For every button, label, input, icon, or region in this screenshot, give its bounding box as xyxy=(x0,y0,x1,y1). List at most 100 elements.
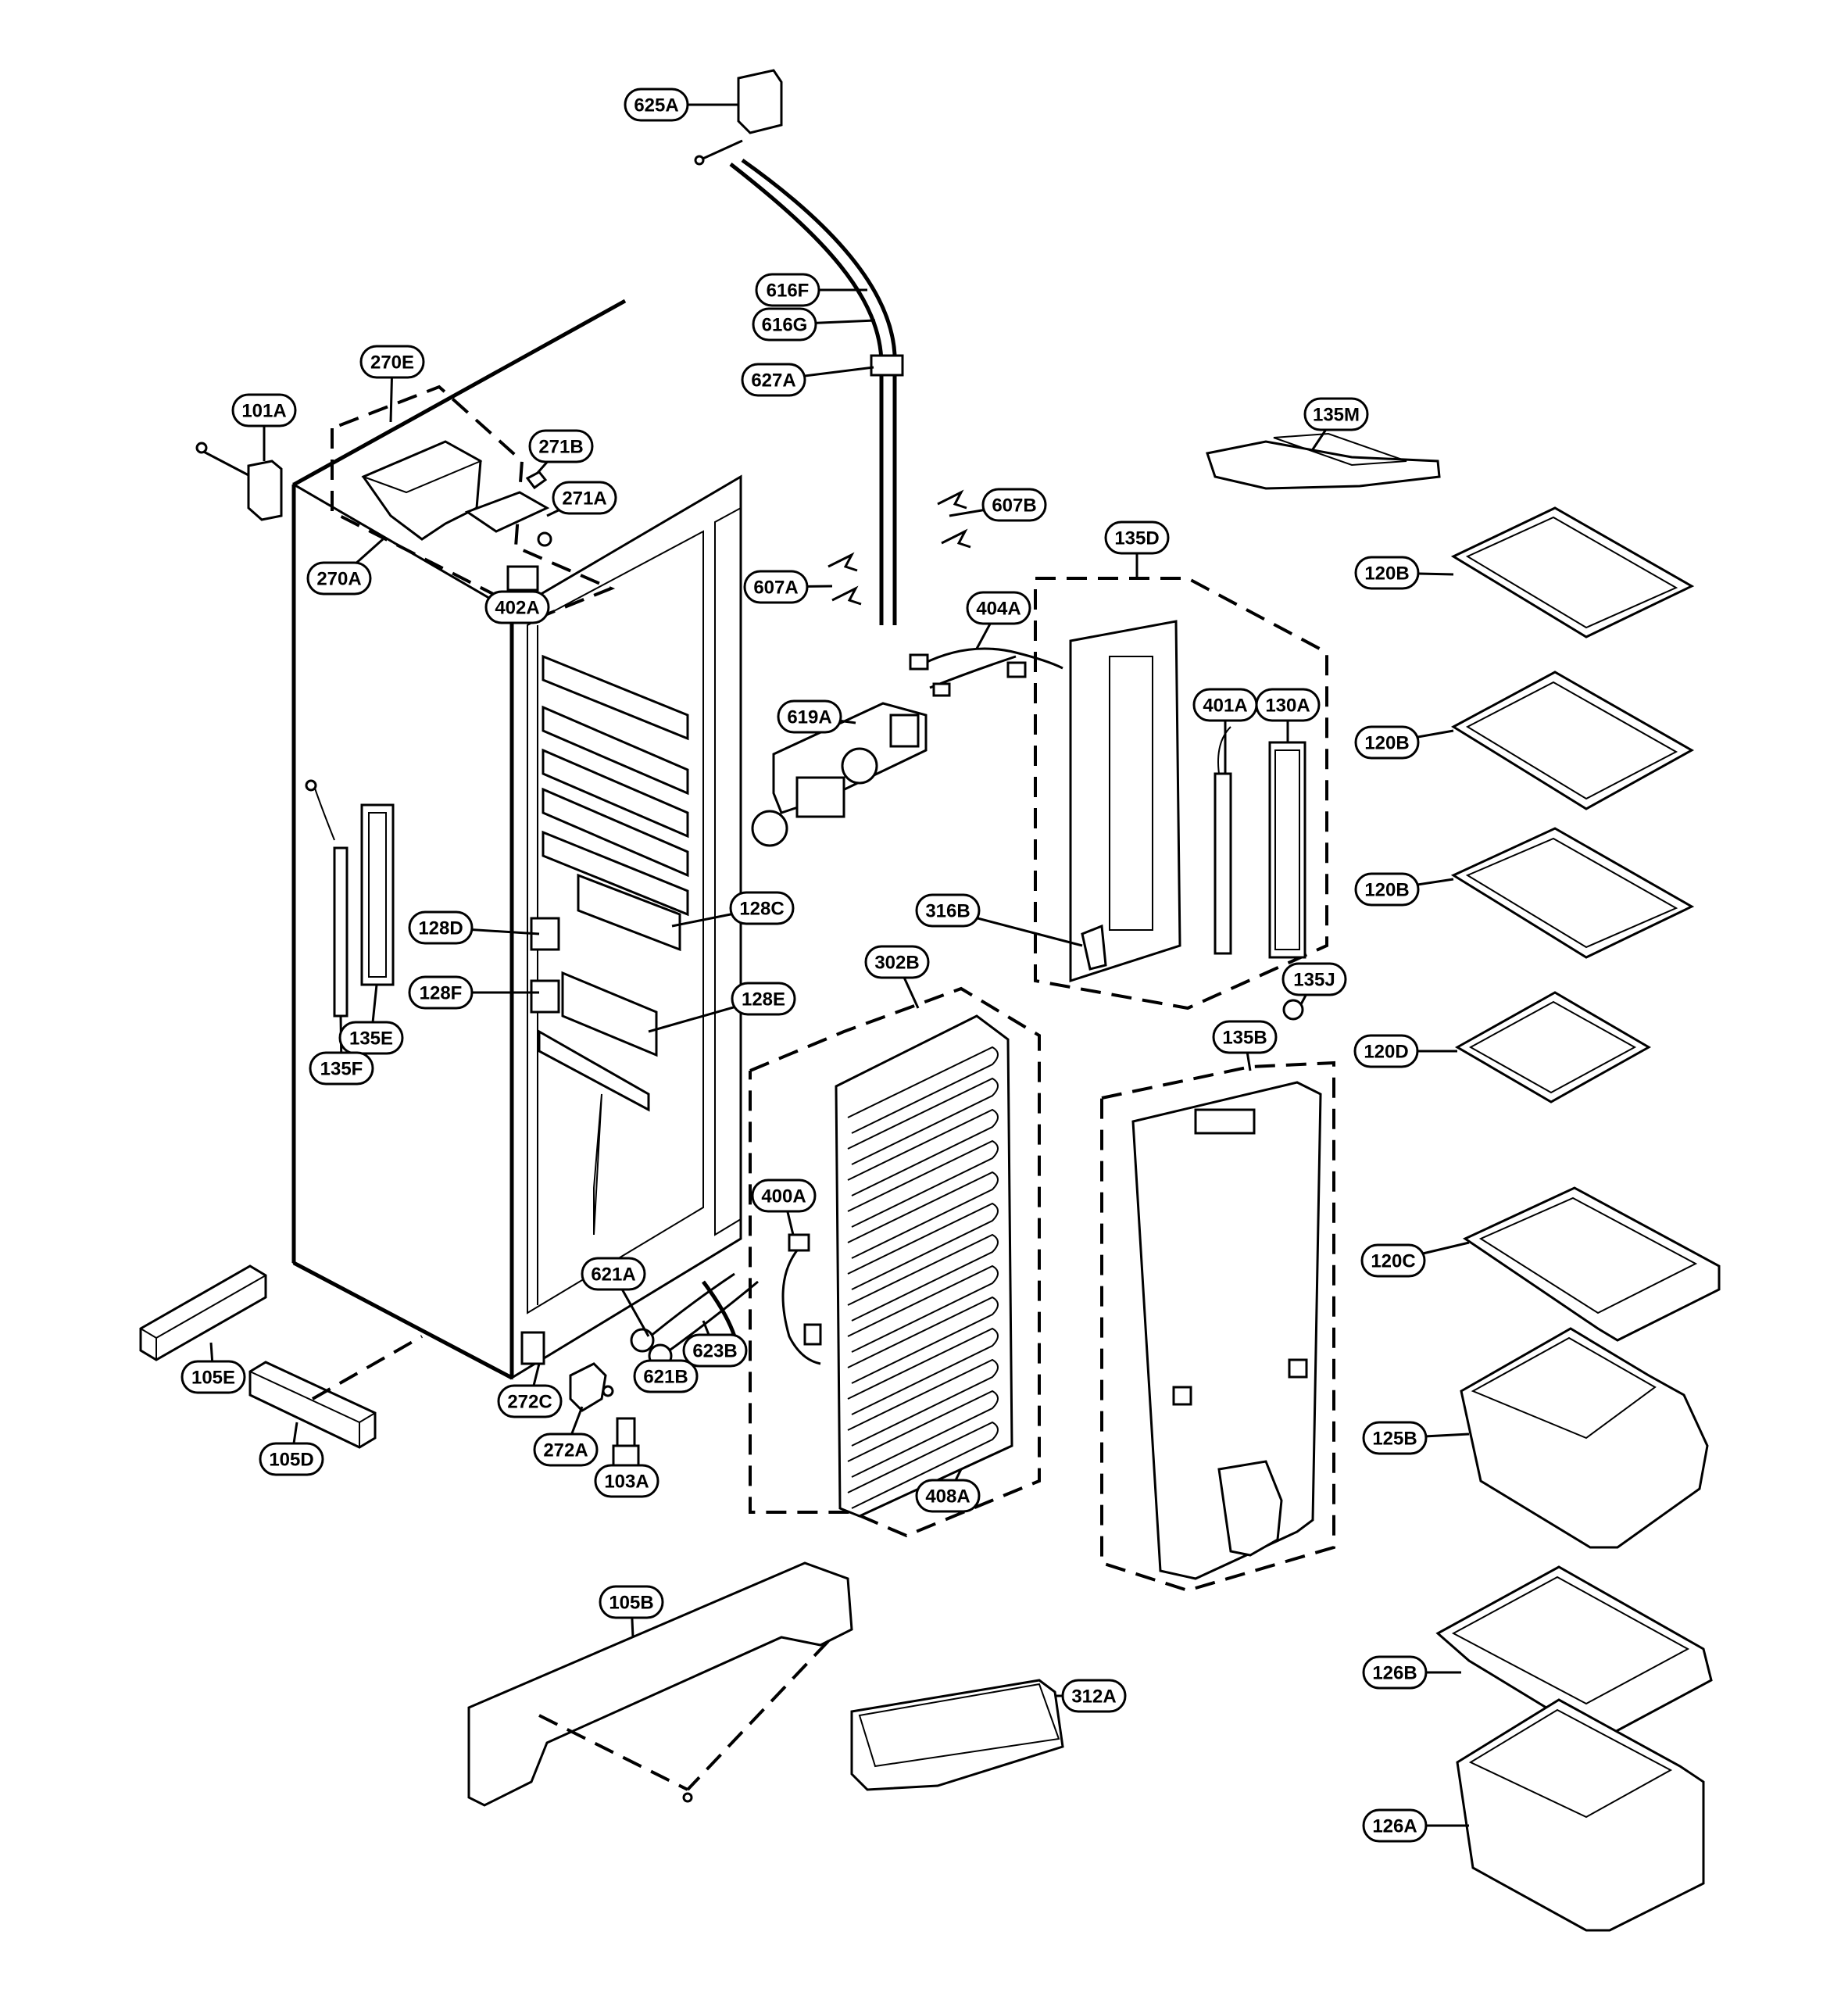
group-outline-135d xyxy=(1034,577,1328,1010)
callout-bubble xyxy=(981,488,1047,522)
callout-623b: 623B xyxy=(682,1333,748,1368)
callout-bubble xyxy=(682,1333,748,1368)
callout-625a: 625A xyxy=(624,88,689,122)
callout-text: 128C xyxy=(739,899,784,920)
callout-text: 302B xyxy=(874,953,919,974)
callout-bubble xyxy=(1255,688,1321,722)
callout-128d: 128D xyxy=(408,910,474,945)
callout-text: 272C xyxy=(507,1392,552,1413)
callout-text: 621B xyxy=(643,1367,688,1388)
evaporator-coil xyxy=(847,1264,999,1353)
callout-135j: 135J xyxy=(1281,962,1347,996)
callout-text: 400A xyxy=(761,1186,806,1207)
callout-bubble xyxy=(741,363,806,397)
callout-text: 616F xyxy=(767,281,810,302)
callout-bubble xyxy=(1360,1243,1426,1278)
callout-619a: 619A xyxy=(777,699,842,734)
callout-bubble xyxy=(306,561,372,596)
evaporator-coil xyxy=(847,1077,999,1165)
evaporator-coil xyxy=(847,1108,999,1196)
callout-bubble xyxy=(581,1257,646,1291)
callout-270a: 270A xyxy=(306,561,372,596)
part-400a xyxy=(781,1233,822,1365)
callout-128e: 128E xyxy=(731,982,796,1016)
callout-text: 120B xyxy=(1364,563,1409,585)
callout-302b: 302B xyxy=(864,945,930,979)
evaporator-coil xyxy=(847,1327,999,1415)
callout-text: 130A xyxy=(1265,696,1310,717)
callout-316b: 316B xyxy=(915,893,981,928)
callout-bubble xyxy=(338,1021,404,1055)
callout-616g: 616G xyxy=(752,307,817,342)
group-outline-135b xyxy=(1100,1061,1335,1593)
evaporator-coil xyxy=(847,1202,999,1290)
callout-135f: 135F xyxy=(309,1051,374,1086)
callout-bubble xyxy=(1061,1679,1127,1713)
callout-text: 128D xyxy=(418,918,463,939)
callout-bubble xyxy=(497,1384,563,1418)
callout-120b: 120B xyxy=(1354,556,1420,590)
callout-627a: 627A xyxy=(741,363,806,397)
part-120d xyxy=(1454,991,1652,1103)
group-outline-270e xyxy=(331,385,616,620)
evaporator-coil xyxy=(847,1358,999,1447)
part-135j xyxy=(1282,999,1304,1021)
callout-402a: 402A xyxy=(484,590,550,624)
callout-bubble xyxy=(1212,1020,1278,1054)
callout-text: 126A xyxy=(1372,1816,1417,1837)
callout-text: 627A xyxy=(751,370,795,392)
callout-text: 401A xyxy=(1203,696,1247,717)
group-outline-302b xyxy=(749,986,1041,1538)
callout-271a: 271A xyxy=(552,481,617,515)
callout-text: 135J xyxy=(1293,970,1335,991)
callout-bubble xyxy=(755,273,820,307)
part-120c xyxy=(1462,1186,1721,1342)
callout-text: 105D xyxy=(269,1450,313,1471)
callout-text: 128E xyxy=(742,989,785,1010)
callout-404a: 404A xyxy=(966,591,1031,625)
callout-607b: 607B xyxy=(981,488,1047,522)
callout-bubble xyxy=(1104,520,1170,555)
part-316b xyxy=(1081,924,1107,971)
part-120b-3 xyxy=(1450,827,1695,959)
callout-text: 623B xyxy=(692,1341,737,1362)
part-401a xyxy=(1214,726,1232,955)
part-270a xyxy=(361,440,483,541)
part-105b xyxy=(467,1561,853,1807)
callout-105d: 105D xyxy=(259,1442,324,1476)
callout-105e: 105E xyxy=(181,1360,246,1394)
callout-bubble xyxy=(633,1359,699,1393)
part-625a xyxy=(694,69,783,166)
part-302b-evaporator xyxy=(835,1014,1013,1518)
callout-bubble xyxy=(915,1479,981,1513)
part-271 xyxy=(464,470,552,547)
evaporator-coil xyxy=(847,1171,999,1259)
dash-105 xyxy=(312,1335,423,1400)
callout-bubble xyxy=(729,891,795,925)
callout-text: 625A xyxy=(634,95,678,116)
part-135b xyxy=(1131,1081,1322,1580)
callout-bubble xyxy=(408,975,474,1010)
callout-bubble xyxy=(181,1360,246,1394)
callout-text: 270A xyxy=(316,569,361,590)
callout-126a: 126A xyxy=(1362,1808,1428,1843)
evaporator-coil xyxy=(847,1046,999,1134)
callout-400a: 400A xyxy=(751,1179,817,1213)
callout-bubble xyxy=(1303,397,1369,431)
callout-408a: 408A xyxy=(915,1479,981,1513)
callout-text: 404A xyxy=(976,599,1021,620)
callout-text: 101A xyxy=(241,401,286,422)
callout-bubble xyxy=(1354,872,1420,907)
callout-text: 135M xyxy=(1313,405,1360,426)
callout-bubble xyxy=(966,591,1031,625)
callout-bubble xyxy=(552,481,617,515)
callout-bubble xyxy=(752,307,817,342)
callout-text: 616G xyxy=(762,315,808,336)
refrigerator-cabinet xyxy=(291,299,742,1380)
callout-105b: 105B xyxy=(599,1585,664,1619)
callout-text: 126B xyxy=(1372,1663,1417,1684)
part-105e xyxy=(139,1264,267,1361)
callout-text: 271A xyxy=(562,488,606,510)
callout-120b: 120B xyxy=(1354,872,1420,907)
